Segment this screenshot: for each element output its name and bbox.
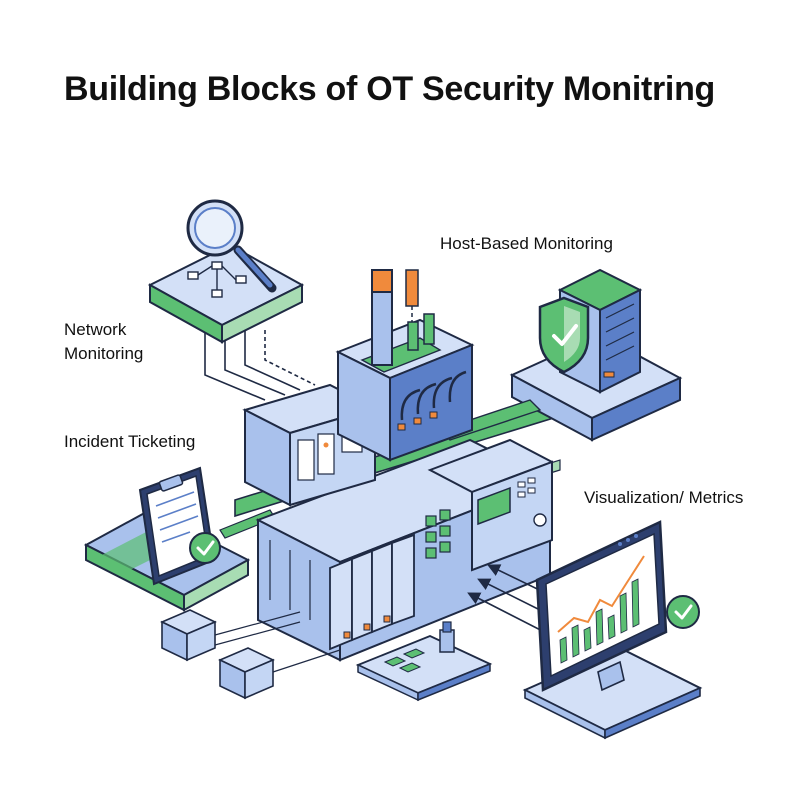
- label-host-based-monitoring: Host-Based Monitoring: [440, 234, 613, 253]
- edge-device-boxes: [160, 609, 341, 700]
- network-topology-icon: [187, 261, 247, 298]
- incident-ticketing-block: [83, 466, 251, 612]
- plc-rack-icon: [242, 269, 555, 662]
- check-badge-icon: [666, 595, 700, 629]
- sensor-platform: [355, 621, 493, 702]
- stack-indicators: [371, 269, 435, 366]
- label-network-line2: Monitoring: [64, 344, 144, 363]
- network-connector-lines: [204, 330, 316, 401]
- label-visualization-metrics: Visualization/ Metrics: [584, 488, 744, 507]
- shield-check-icon: [538, 296, 590, 374]
- label-incident-ticketing: Incident Ticketing: [64, 432, 196, 451]
- label-network-line1: Network: [64, 320, 127, 339]
- check-badge-icon: [189, 532, 221, 564]
- diagram-title: Building Blocks of OT Security Monitring: [64, 70, 716, 108]
- label-network-monitoring: Network Monitoring: [64, 318, 143, 366]
- magnifier-icon: [186, 199, 277, 293]
- host-monitoring-block: [509, 268, 683, 442]
- network-monitoring-block: [147, 199, 305, 344]
- monitor-chart-icon: [522, 520, 703, 740]
